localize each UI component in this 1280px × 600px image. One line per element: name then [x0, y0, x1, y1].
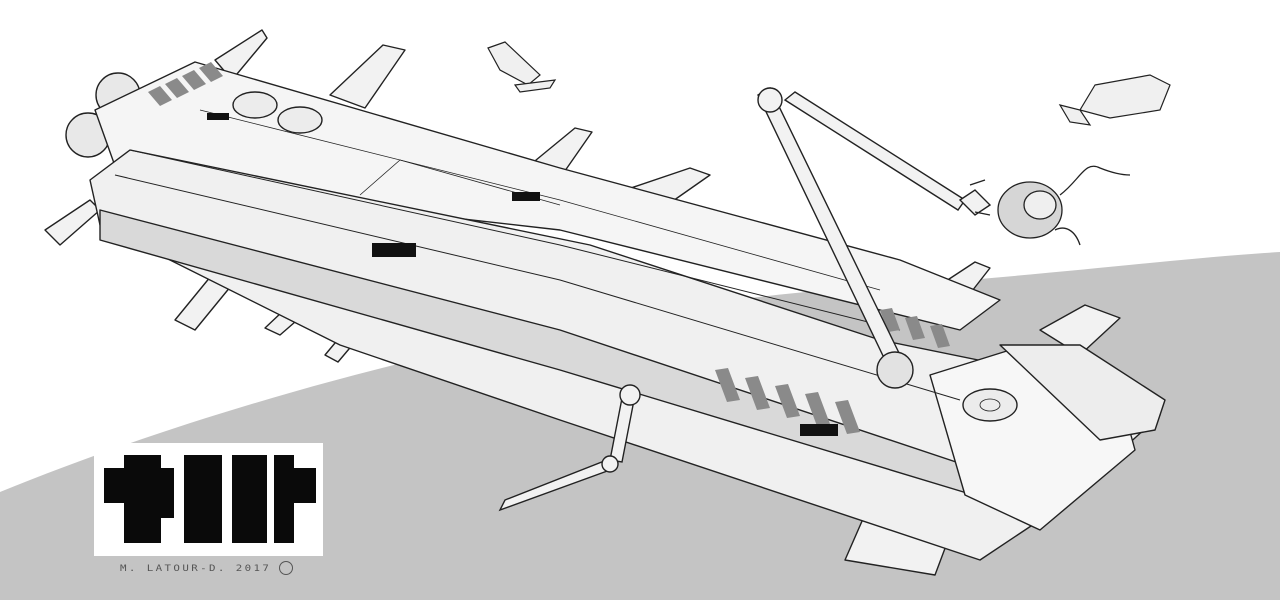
panel-line [359, 159, 561, 206]
floating-drone [1058, 74, 1171, 126]
robotic-arm [757, 87, 992, 389]
hatch [277, 106, 323, 134]
hazard-stripes [148, 62, 950, 434]
floating-drone [487, 41, 557, 93]
panel-line [114, 174, 961, 401]
panel-line [129, 149, 901, 331]
fin [44, 199, 101, 246]
spaceship-main-hull [44, 29, 1166, 576]
hatch [979, 398, 1001, 412]
floating-capsule [997, 165, 1131, 246]
artist-signature: M. LATOUR-D. 2017 [120, 564, 272, 574]
smiley-icon [279, 561, 293, 575]
panel-line [199, 109, 881, 291]
hatch [962, 388, 1018, 422]
logo-mark [104, 455, 316, 543]
hatch [232, 91, 278, 119]
hull-logo-decal [207, 113, 838, 436]
logo-card [94, 443, 323, 556]
fin [329, 44, 406, 109]
side-pod [999, 344, 1166, 441]
robotic-arm-lower [498, 384, 641, 512]
